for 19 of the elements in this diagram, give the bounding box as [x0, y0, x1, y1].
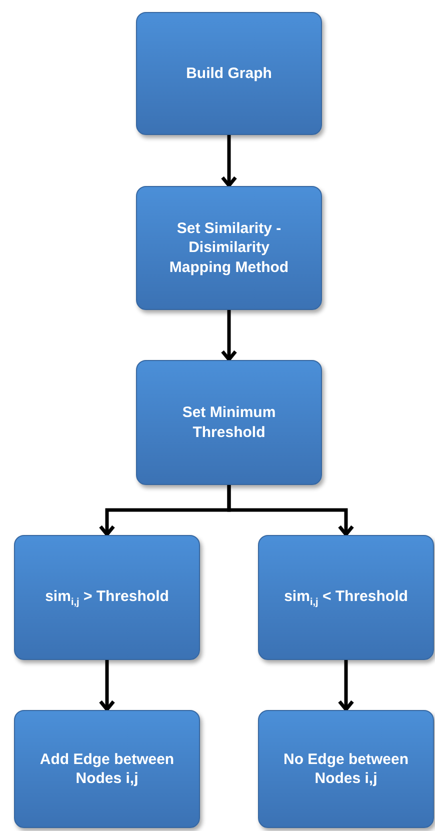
arrow [338, 660, 354, 712]
process-box [258, 535, 434, 660]
process-box [14, 710, 200, 828]
arrow [220, 135, 238, 188]
box-label: sim$_{i,j}$ < Threshold [284, 586, 408, 608]
process-box [258, 710, 434, 828]
box-label: sim$_{i,j}$ > Threshold [45, 586, 169, 608]
process-box [136, 360, 322, 485]
process-box [136, 12, 322, 135]
process-box [136, 186, 322, 310]
arrow [220, 310, 238, 362]
arrow [227, 485, 354, 536]
box-label: Build Graph [186, 64, 272, 84]
box-label: Set Minimum Threshold [181, 403, 277, 442]
arrow [98, 660, 116, 712]
box-label: No Edge between Nodes i,j [282, 750, 410, 788]
process-box [14, 535, 200, 660]
box-label: Add Edge between Nodes i,j [38, 750, 176, 788]
box-label: Set Similarity - Disimilarity Mapping Method [168, 218, 290, 278]
